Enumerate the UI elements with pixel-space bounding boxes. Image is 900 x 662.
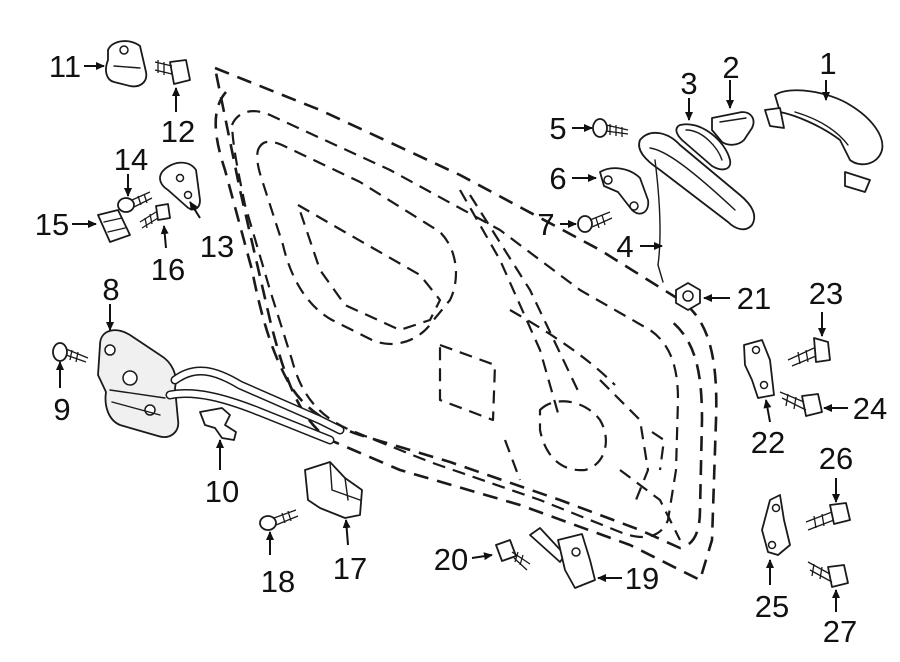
callout-26: 26 (819, 441, 853, 476)
callout-8: 8 (102, 272, 119, 307)
callout-19: 19 (625, 561, 659, 596)
screw-14-part (117, 191, 153, 213)
callout-numbers: 1 2 3 4 5 6 7 8 9 10 11 12 13 14 15 16 1… (35, 46, 887, 649)
handle-frame-part (638, 131, 756, 283)
guard-17-part (304, 461, 363, 519)
callout-16: 16 (151, 252, 185, 287)
callout-24: 24 (853, 391, 887, 426)
callout-12: 12 (161, 114, 195, 149)
callout-18: 18 (261, 564, 295, 599)
callout-5: 5 (549, 111, 566, 146)
callout-9: 9 (53, 392, 70, 427)
callout-11: 11 (49, 49, 81, 84)
bolt-23-part (787, 337, 831, 367)
callout-13: 13 (200, 229, 234, 264)
latch-part (97, 329, 180, 438)
leader-lines (56, 62, 848, 612)
bolt-12-part (154, 59, 191, 85)
callout-22: 22 (751, 425, 785, 460)
callout-27: 27 (823, 614, 857, 649)
callout-21: 21 (737, 281, 771, 316)
screw-18-part (259, 509, 299, 531)
callout-25: 25 (755, 589, 789, 624)
callout-20: 20 (434, 542, 468, 577)
bolt-27-part (807, 561, 849, 588)
hinge-22-part (743, 339, 775, 399)
bolt-16-part (139, 203, 171, 229)
check-strap-part (529, 527, 596, 589)
screw-9-part (52, 342, 89, 363)
gasket-part (675, 123, 732, 171)
callout-1: 1 (819, 46, 836, 81)
handle-cap-part (711, 111, 755, 146)
hinge-25-part (761, 494, 791, 556)
striker-part (105, 40, 148, 88)
callout-4: 4 (616, 229, 633, 264)
screw-7-part (577, 211, 613, 233)
bolt-26-part (805, 502, 851, 531)
callout-3: 3 (680, 66, 697, 101)
outside-handle-part (764, 89, 884, 193)
bolt-24-part (779, 391, 823, 417)
plate-15-part (97, 209, 131, 243)
latch-cables (165, 366, 345, 445)
callout-10: 10 (205, 474, 239, 509)
bracket-6-part (599, 167, 650, 215)
nut-21-part (675, 282, 701, 311)
door-shell (213, 66, 718, 582)
callout-14: 14 (114, 142, 148, 177)
clip-part (199, 407, 237, 441)
callout-15: 15 (35, 207, 69, 242)
bolt-20-part (495, 539, 531, 571)
cover-13-part (159, 161, 201, 211)
callout-7: 7 (537, 207, 554, 242)
callout-6: 6 (549, 161, 566, 196)
callout-23: 23 (809, 276, 843, 311)
callout-2: 2 (722, 50, 739, 85)
screw-5-part (592, 118, 629, 138)
callout-17: 17 (333, 551, 367, 586)
